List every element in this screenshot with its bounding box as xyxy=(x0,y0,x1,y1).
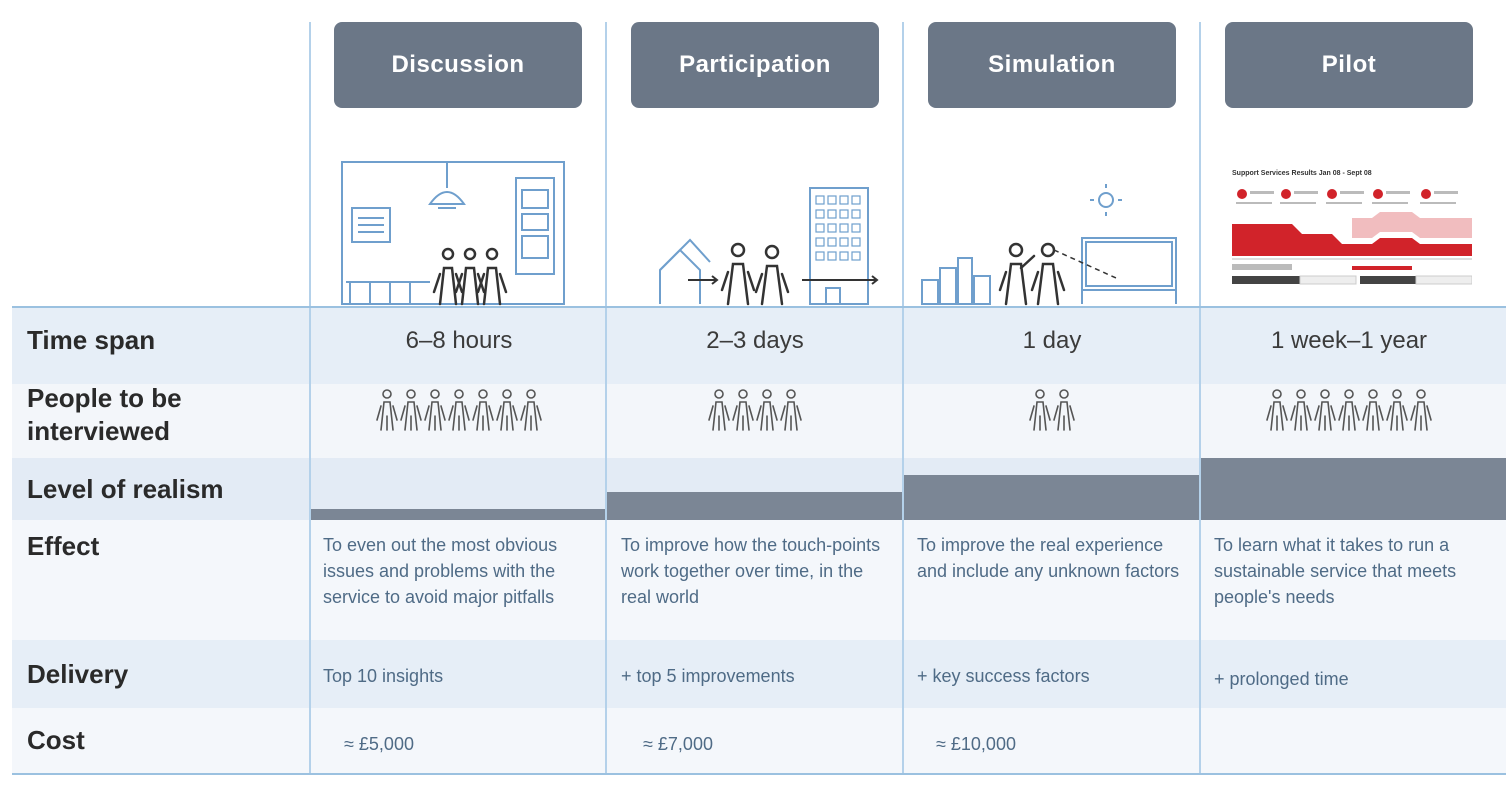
cost-simulation: ≈ £10,000 xyxy=(936,734,1016,754)
time-span-discussion: 6–8 hours xyxy=(405,327,513,354)
realism-bar xyxy=(1199,458,1506,520)
column-divider xyxy=(605,22,607,774)
people-count-pilot xyxy=(1201,388,1497,432)
delivery-participation: + top 5 improvements xyxy=(621,666,795,686)
realism-bar xyxy=(309,509,605,520)
cost-participation: ≈ £7,000 xyxy=(643,734,713,754)
row-band-people xyxy=(12,384,1506,458)
realism-bar xyxy=(605,492,902,520)
people-count-participation xyxy=(607,388,903,432)
person-icon xyxy=(1360,388,1386,432)
person-icon xyxy=(1264,388,1290,432)
person-icon xyxy=(374,388,400,432)
person-icon xyxy=(494,388,520,432)
person-icon xyxy=(1384,388,1410,432)
cost-discussion: ≈ £5,000 xyxy=(344,734,414,754)
delivery-pilot: + prolonged time xyxy=(1214,669,1349,689)
people-count-simulation xyxy=(904,388,1200,432)
effect-pilot: To learn what it takes to run a sustaina… xyxy=(1214,535,1457,607)
row-band-cost xyxy=(12,708,1506,774)
effect-discussion: To even out the most obvious issues and … xyxy=(323,535,558,607)
row-label-time-span: Time span xyxy=(27,325,156,355)
person-icon xyxy=(1288,388,1314,432)
phase-header-participation: Participation xyxy=(631,22,879,108)
realism-bar xyxy=(902,475,1199,520)
person-icon xyxy=(778,388,804,432)
row-label-effect: Effect xyxy=(27,531,100,561)
person-icon xyxy=(730,388,756,432)
time-span-participation: 2–3 days xyxy=(706,327,804,354)
column-divider xyxy=(1199,22,1201,774)
person-icon xyxy=(1051,388,1077,432)
person-icon xyxy=(470,388,496,432)
time-span-pilot: 1 week–1 year xyxy=(1270,327,1428,354)
person-icon xyxy=(446,388,472,432)
person-icon xyxy=(1408,388,1434,432)
row-label-people: People to be interviewed xyxy=(27,383,182,446)
person-icon xyxy=(706,388,732,432)
row-band-delivery xyxy=(12,640,1506,708)
person-icon xyxy=(398,388,424,432)
person-icon xyxy=(1336,388,1362,432)
row-band-time-span xyxy=(12,307,1506,384)
report-chart xyxy=(1232,189,1473,285)
people-count-discussion xyxy=(311,388,607,432)
person-icon xyxy=(1312,388,1338,432)
row-label-cost: Cost xyxy=(27,725,85,755)
workshop-room-illustration xyxy=(341,161,565,306)
row-band-effect xyxy=(12,520,1506,640)
person-icon xyxy=(754,388,780,432)
person-icon xyxy=(1027,388,1053,432)
effect-participation: To improve how the touch-points work tog… xyxy=(621,535,881,607)
phase-header-pilot: Pilot xyxy=(1225,22,1473,108)
delivery-discussion: Top 10 insights xyxy=(323,666,444,686)
simulation-scene-illustration xyxy=(921,184,1177,306)
street-journey-illustration xyxy=(659,187,879,306)
row-label-realism: Level of realism xyxy=(27,474,224,504)
delivery-simulation: + key success factors xyxy=(917,666,1090,686)
phase-header-simulation: Simulation xyxy=(928,22,1176,108)
person-icon xyxy=(422,388,448,432)
time-span-simulation: 1 day xyxy=(1022,327,1082,354)
report-title: Support Services Results Jan 08 - Sept 0… xyxy=(1232,170,1372,177)
phase-header-discussion: Discussion xyxy=(334,22,582,108)
table-top-rule xyxy=(12,306,1506,308)
person-icon xyxy=(518,388,544,432)
column-divider xyxy=(902,22,904,774)
column-divider xyxy=(309,22,311,774)
row-label-delivery: Delivery xyxy=(27,659,129,689)
effect-simulation: To improve the real experience and inclu… xyxy=(917,535,1180,581)
pilot-report-thumbnail: Support Services Results Jan 08 - Sept 0… xyxy=(1232,170,1473,288)
table-bottom-rule xyxy=(12,773,1506,775)
